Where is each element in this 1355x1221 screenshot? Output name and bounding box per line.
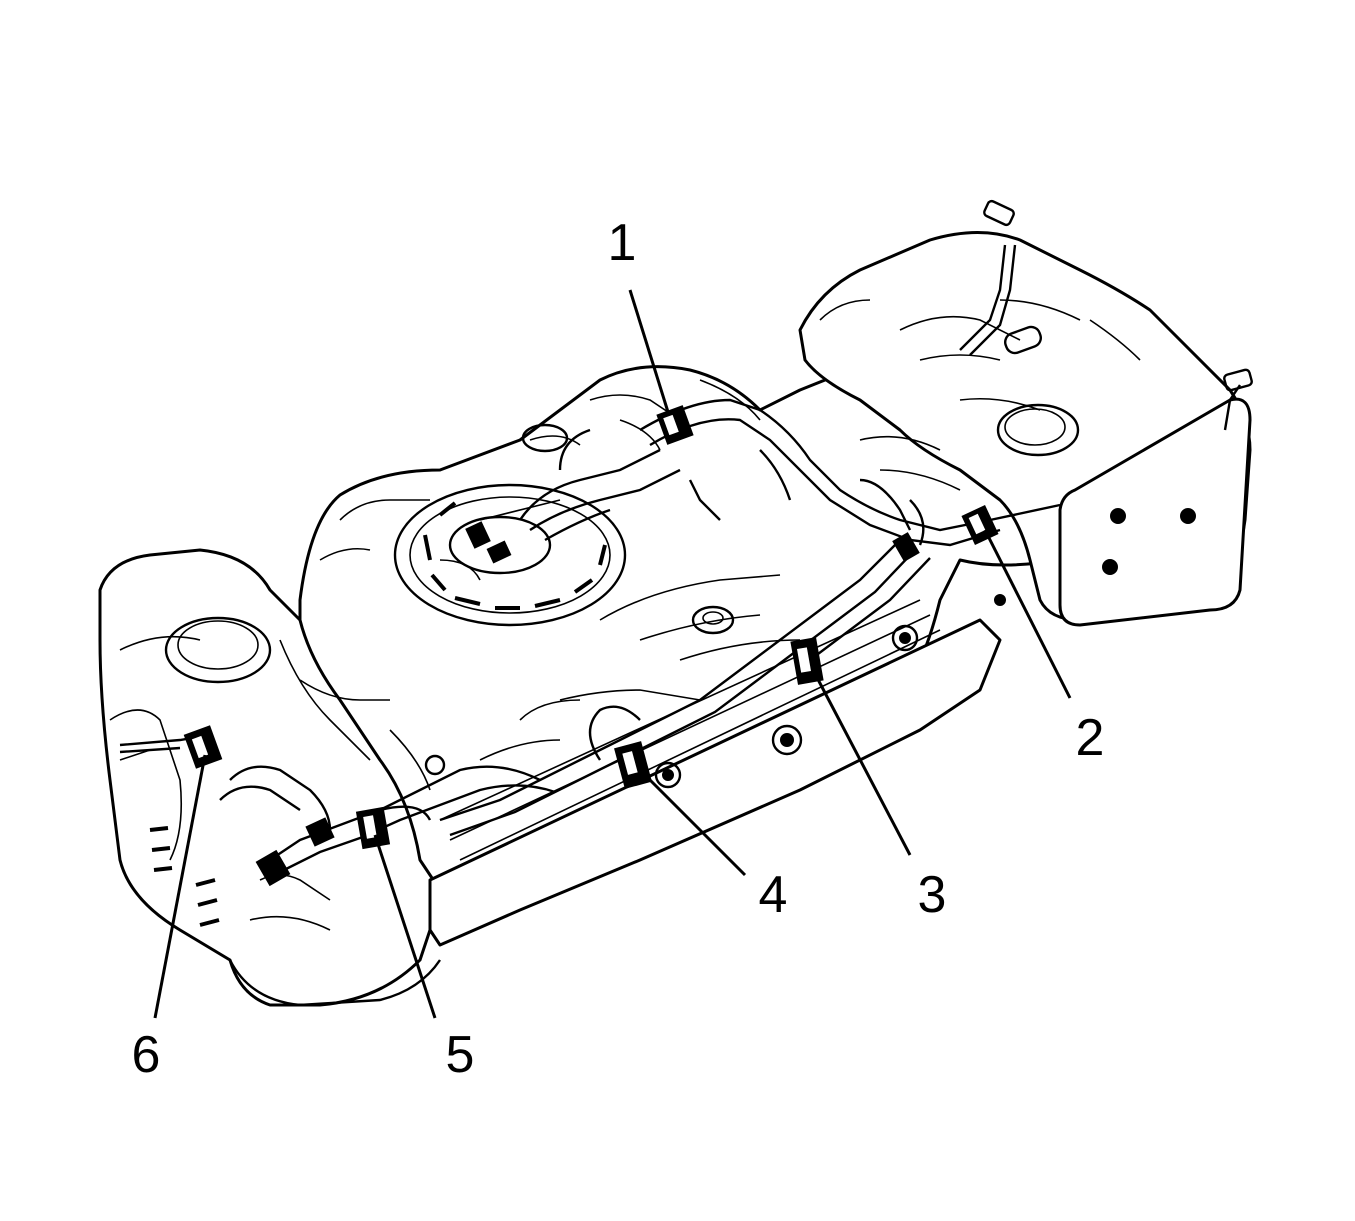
callout-5: 5 <box>446 1026 475 1084</box>
callout-labels: 1 2 3 4 5 6 <box>132 214 1105 1084</box>
fuel-lines <box>119 199 1253 874</box>
leader-5 <box>373 834 437 1019</box>
tank-ribs <box>149 826 220 927</box>
leader-1 <box>628 289 670 413</box>
leader-2 <box>983 529 1072 699</box>
leader-4 <box>638 768 747 877</box>
mounting-bolts <box>424 508 1196 789</box>
fuel-tank-body <box>98 231 1252 1007</box>
callout-leaders <box>153 289 1072 1019</box>
callout-6: 6 <box>132 1026 161 1084</box>
callout-3: 3 <box>918 866 947 924</box>
callout-4: 4 <box>759 866 788 924</box>
leader-3 <box>810 667 912 856</box>
leader-6 <box>153 754 207 1019</box>
callout-1: 1 <box>608 214 637 272</box>
fuel-pump-module <box>393 448 681 627</box>
tank-caps <box>164 325 1080 684</box>
callout-2: 2 <box>1076 709 1105 767</box>
